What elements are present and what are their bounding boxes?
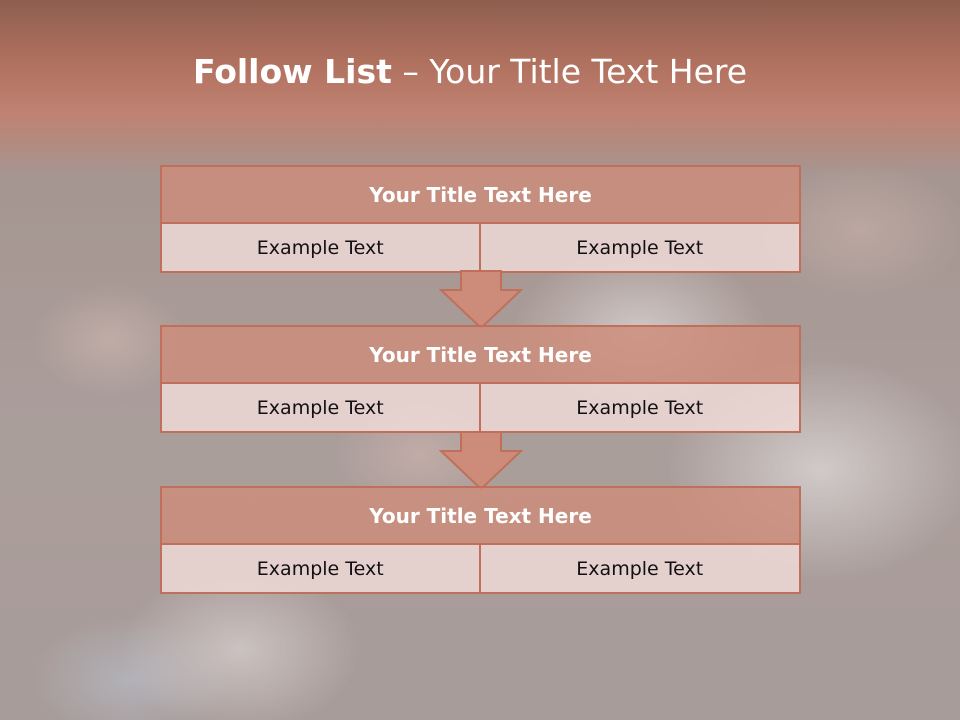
flow-box-1: Your Title Text Here Example Text Exampl…: [160, 165, 801, 273]
header-band: [0, 0, 960, 175]
flow-box-title: Your Title Text Here: [162, 488, 799, 545]
flow-box-right-text: Example Text: [480, 224, 799, 271]
flow-box-3: Your Title Text Here Example Text Exampl…: [160, 486, 801, 594]
flow-box-title: Your Title Text Here: [162, 167, 799, 224]
flow-box-2: Your Title Text Here Example Text Exampl…: [160, 325, 801, 433]
flow-box-left-text: Example Text: [162, 545, 481, 592]
flow-box-left-text: Example Text: [162, 224, 481, 271]
slide-title: Follow List – Your Title Text Here: [0, 52, 940, 91]
flow-box-title: Your Title Text Here: [162, 327, 799, 384]
flow-box-left-text: Example Text: [162, 384, 481, 431]
slide-title-bold: Follow List: [192, 52, 392, 91]
flow-box-right-text: Example Text: [480, 384, 799, 431]
flow-box-right-text: Example Text: [480, 545, 799, 592]
down-arrow-icon: [439, 270, 523, 330]
down-arrow-icon: [439, 431, 523, 491]
slide-title-rest: – Your Title Text Here: [391, 52, 748, 91]
